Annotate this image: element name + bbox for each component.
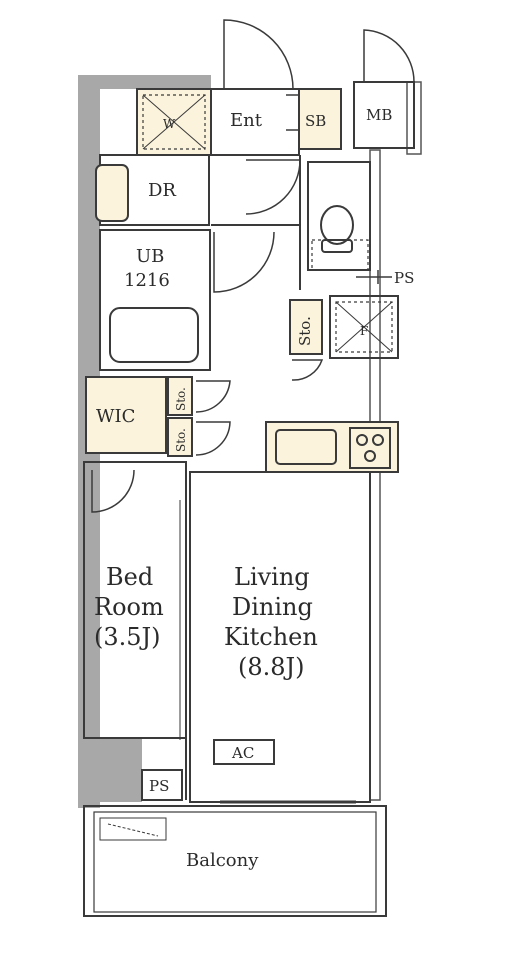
wic-door: [91, 469, 135, 513]
label-bed-2: Room: [94, 593, 164, 621]
toilet-room: [307, 161, 371, 271]
bottom-left-wall: [82, 738, 142, 802]
label-balcony: Balcony: [186, 850, 259, 871]
fridge-inner: [335, 301, 393, 353]
washbasin: [95, 164, 129, 222]
label-ldk-3: Kitchen: [224, 623, 318, 651]
label-bed-1: Bed: [106, 563, 153, 591]
balcony-rail: [93, 811, 377, 913]
label-sto-1: Sto.: [174, 387, 188, 411]
w-closet-inner: [142, 94, 206, 150]
w-closet-diag-2: [142, 94, 206, 150]
label-sb: SB: [305, 112, 326, 130]
storage-wc: [289, 299, 323, 355]
label-ps-bottom: PS: [149, 777, 169, 795]
toilet-bowl: [320, 205, 354, 245]
sb-door: [286, 94, 299, 131]
storage-1-door: [195, 380, 231, 413]
entrance-door: [223, 19, 294, 90]
fridge-diag-2: [335, 301, 393, 353]
storage-2-door: [195, 421, 231, 456]
ps-bottom-box: [141, 769, 183, 801]
label-f: F: [360, 324, 368, 338]
label-ub: UB: [136, 246, 164, 267]
label-bed-3: (3.5J): [94, 623, 161, 651]
right-wall: [369, 149, 381, 801]
label-wic: WIC: [96, 406, 135, 427]
label-ub-size: 1216: [124, 270, 170, 291]
walk-in-closet: [85, 376, 167, 454]
balcony: [83, 805, 387, 917]
label-mb: MB: [366, 106, 392, 124]
sink: [275, 429, 337, 465]
balcony-hatch-line: [107, 823, 159, 837]
label-ent: Ent: [230, 110, 263, 131]
dr-door: [245, 159, 301, 215]
storage-1: [167, 376, 193, 416]
fridge-space: [329, 295, 399, 359]
label-dr: DR: [148, 180, 176, 201]
ub-door: [213, 231, 275, 293]
mb-door: [363, 29, 415, 83]
ps-top-marker: [356, 270, 392, 284]
label-ldk-2: Dining: [232, 593, 313, 621]
burner-2: [372, 434, 384, 446]
label-ac: AC: [231, 744, 254, 762]
bathtub: [109, 307, 199, 363]
toilet-box: [311, 239, 369, 271]
label-sto-2: Sto.: [174, 428, 188, 452]
unit-bath: [99, 229, 211, 371]
shoe-box: [298, 88, 342, 150]
label-w: W: [163, 117, 176, 131]
toilet-door: [291, 359, 324, 381]
stove: [349, 427, 391, 469]
storage-2: [167, 417, 193, 457]
label-sto-wc: Sto.: [296, 316, 314, 346]
label-ldk-1: Living: [234, 563, 310, 591]
burner-3: [364, 450, 376, 462]
balcony-hatch: [99, 817, 167, 841]
toilet-tank: [321, 239, 353, 253]
top-left-wall: [78, 75, 211, 89]
label-ps-top: PS: [394, 269, 414, 287]
burner-1: [356, 434, 368, 446]
label-ldk-4: (8.8J): [238, 653, 305, 681]
meter-box: [353, 81, 415, 149]
ac-box: [213, 739, 275, 765]
